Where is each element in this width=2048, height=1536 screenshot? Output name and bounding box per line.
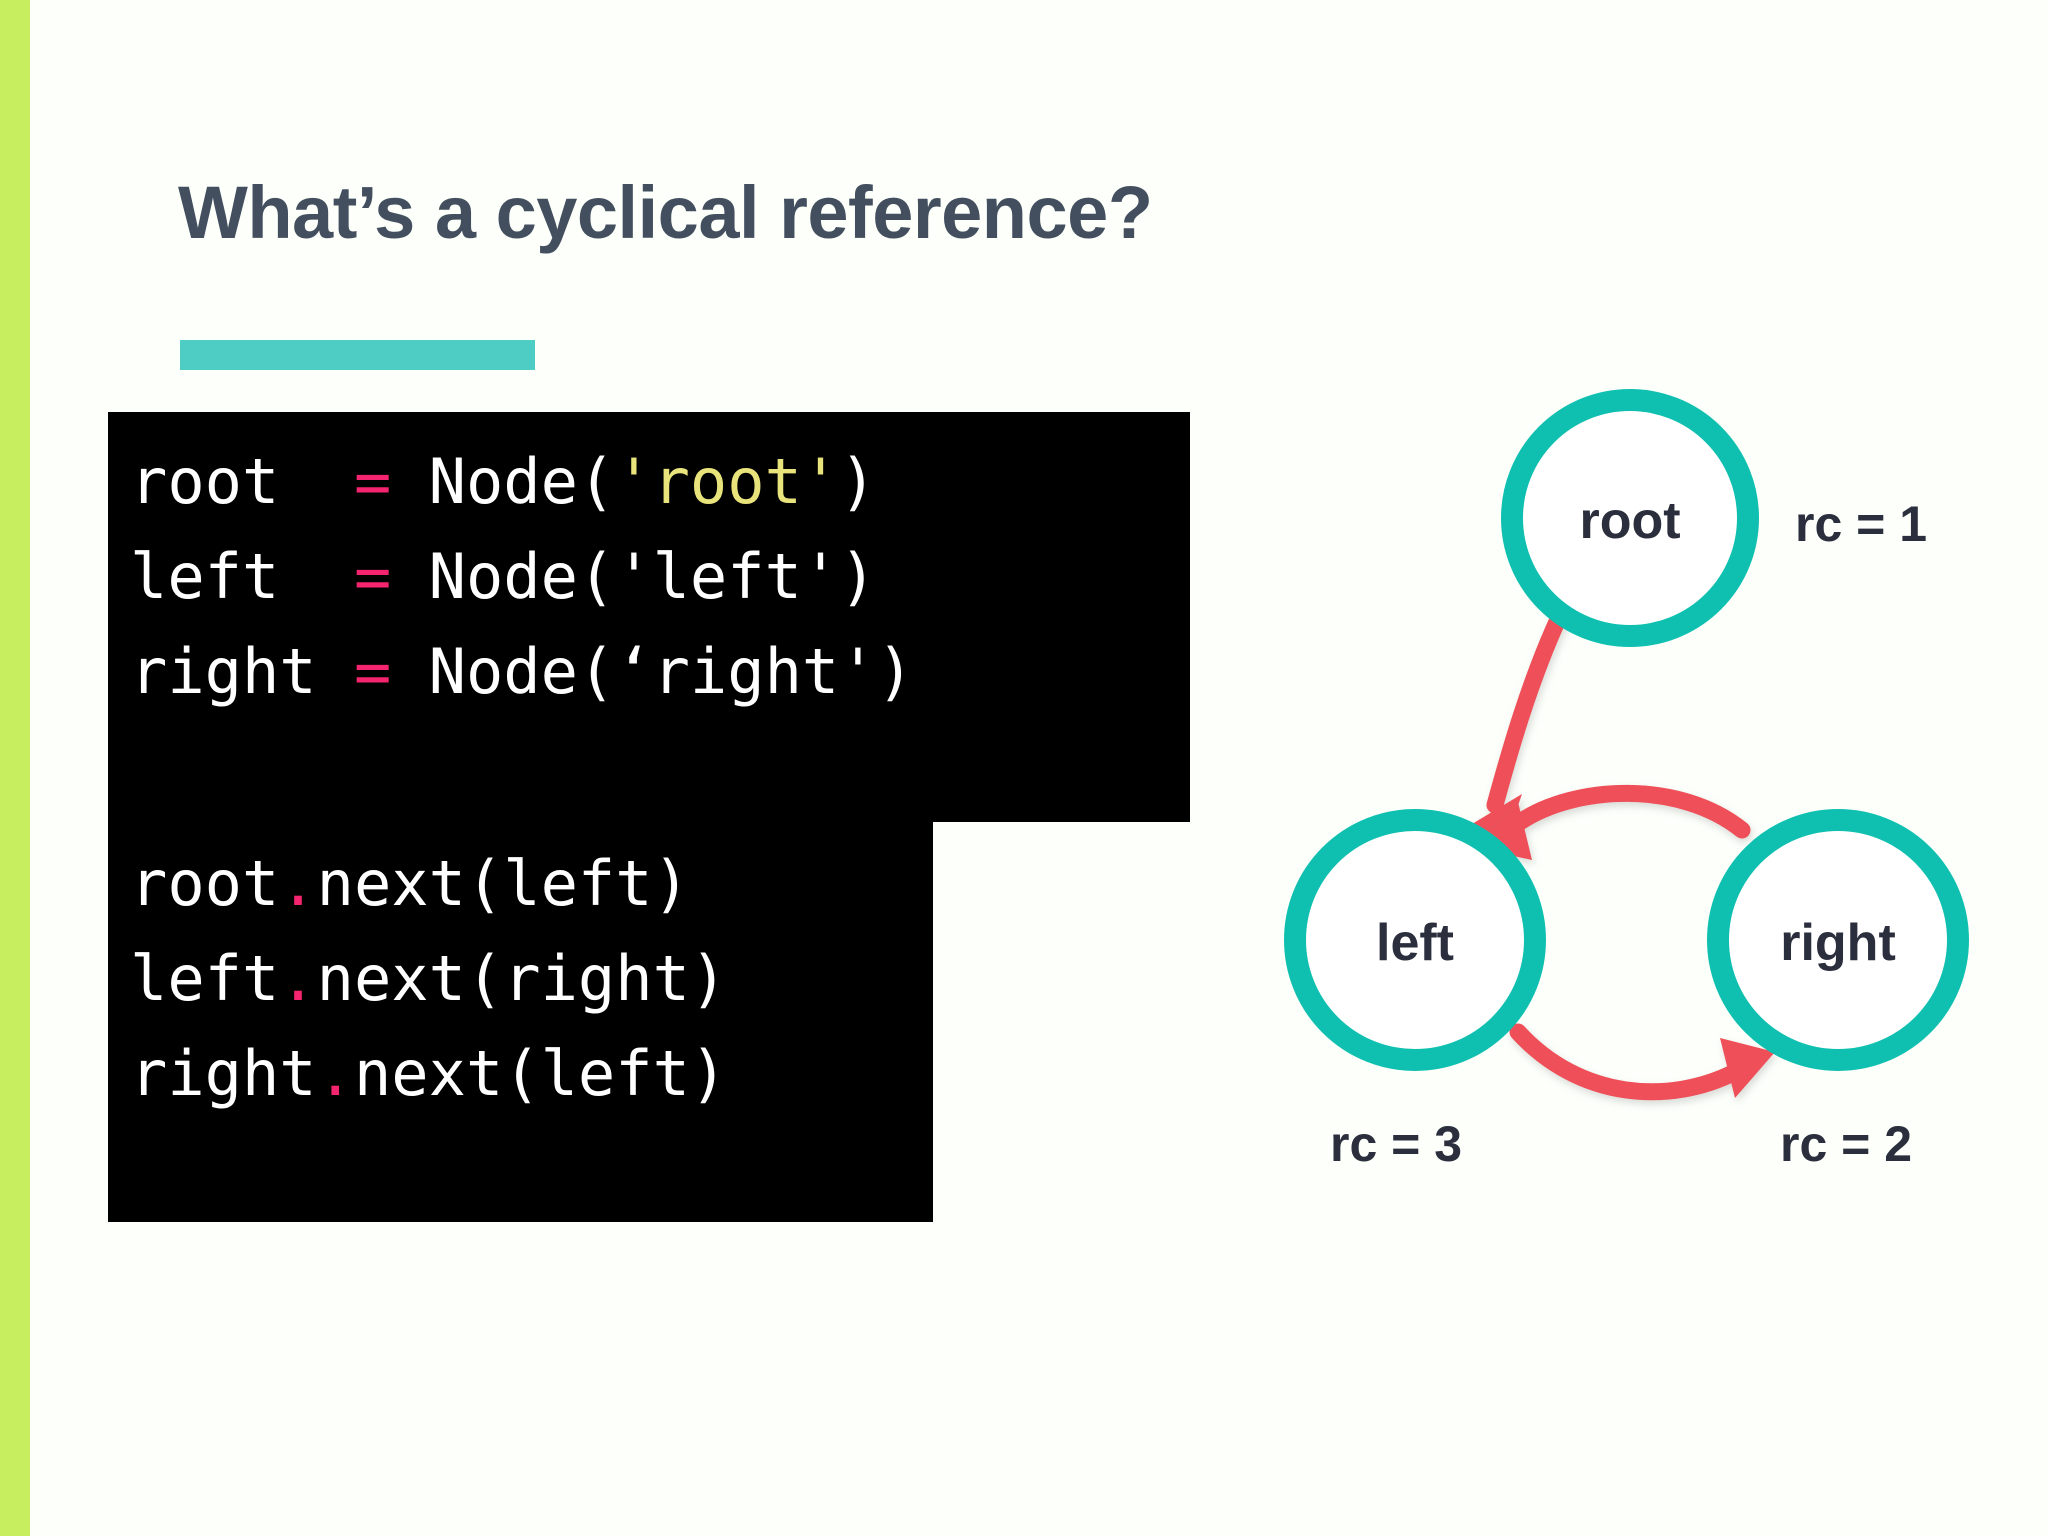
reference-cycle-diagram: root left right bbox=[1284, 389, 1969, 1101]
node-root[interactable]: root bbox=[1501, 389, 1759, 647]
page-title: What’s a cyclical reference? bbox=[178, 171, 1153, 254]
code-call-node-open: Node( bbox=[428, 635, 616, 708]
arrow-left-to-right bbox=[1509, 1023, 1775, 1101]
code-var-right: right bbox=[130, 1037, 317, 1110]
code-string-right: ‘right' bbox=[615, 635, 877, 708]
code-var-left: left bbox=[130, 540, 280, 613]
code-dot: . bbox=[316, 1037, 354, 1110]
code-line-right-next: right.next(left) bbox=[130, 1037, 727, 1110]
code-dot: . bbox=[279, 847, 317, 920]
code-operator-equals: = bbox=[353, 635, 392, 708]
rc-label-root: rc = 1 bbox=[1795, 496, 1928, 552]
node-root-label: root bbox=[1579, 492, 1680, 550]
code-string-root: 'root' bbox=[615, 445, 840, 518]
title-accent-bar bbox=[180, 340, 535, 370]
code-dot: . bbox=[279, 942, 317, 1015]
code-operator-equals: = bbox=[353, 540, 392, 613]
code-line-left-next: left.next(right) bbox=[130, 942, 727, 1015]
code-line-left: left = Node('left') bbox=[130, 540, 877, 613]
code-line-right: right = Node(‘right') bbox=[130, 635, 914, 708]
rc-label-left: rc = 3 bbox=[1330, 1116, 1463, 1172]
code-call-next-left: next(left) bbox=[316, 847, 690, 920]
node-right[interactable]: right bbox=[1707, 809, 1969, 1071]
code-string-left: 'left' bbox=[615, 540, 840, 613]
code-line-root-next: root.next(left) bbox=[130, 847, 690, 920]
code-var-right: right bbox=[130, 635, 317, 708]
code-block-declarations: root = Node('root') left = Node('left') … bbox=[108, 412, 1190, 822]
left-edge-stripe bbox=[0, 0, 30, 1536]
code-var-left: left bbox=[130, 942, 280, 1015]
code-block-links: root.next(left) left.next(right) right.n… bbox=[108, 822, 933, 1222]
code-line-root: root = Node('root') bbox=[130, 445, 877, 518]
node-left[interactable]: left bbox=[1284, 809, 1546, 1071]
code-call-node-open: Node( bbox=[428, 540, 616, 613]
code-call-next-left: next(left) bbox=[353, 1037, 728, 1110]
code-var-root: root bbox=[130, 445, 280, 518]
code-call-close: ) bbox=[839, 540, 877, 613]
node-right-label: right bbox=[1780, 914, 1896, 972]
code-call-next-right: next(right) bbox=[316, 942, 728, 1015]
code-call-close: ) bbox=[839, 445, 877, 518]
code-call-node-open: Node( bbox=[428, 445, 616, 518]
code-call-close: ) bbox=[876, 635, 914, 708]
node-left-label: left bbox=[1376, 914, 1454, 972]
code-operator-equals: = bbox=[353, 445, 392, 518]
code-var-root: root bbox=[130, 847, 280, 920]
rc-label-right: rc = 2 bbox=[1780, 1116, 1913, 1172]
